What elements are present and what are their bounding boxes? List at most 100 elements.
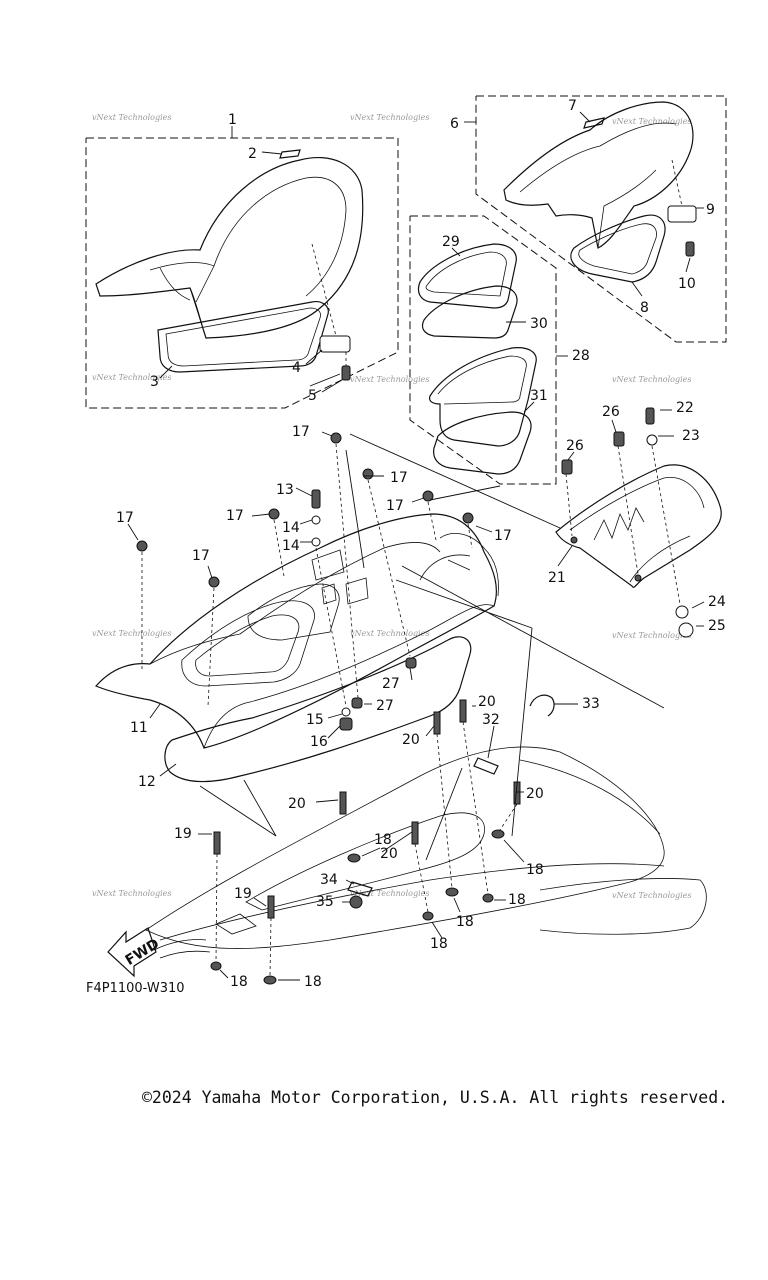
- deck-opening-front-inner: [195, 614, 300, 677]
- callout-22: 22: [676, 400, 694, 416]
- nut-16: [339, 717, 353, 731]
- callout-17: 17: [494, 528, 512, 544]
- deck-tail: [419, 533, 499, 597]
- clip-18: [482, 893, 494, 903]
- bolt-17: [462, 512, 474, 524]
- callout-20: 20: [288, 796, 306, 812]
- callout-17: 17: [116, 510, 134, 526]
- bolt-17: [136, 540, 148, 552]
- bracket-32: [473, 757, 499, 775]
- bolt-22: [645, 407, 655, 425]
- tray-mount-hole: [570, 536, 578, 544]
- deck-gasket: [164, 636, 472, 783]
- deck-opening-rear: [247, 583, 340, 641]
- callout-17: 17: [390, 470, 408, 486]
- fwd-arrow: FWD: [107, 927, 162, 978]
- rear-seat-assembly: [503, 101, 697, 283]
- callout-14: 14: [282, 538, 300, 554]
- watermark: vNext Technologies: [92, 629, 171, 638]
- bolt-17: [422, 490, 434, 502]
- callout-33: 33: [582, 696, 600, 712]
- callout-31: 31: [530, 388, 548, 404]
- guide-lines: [141, 443, 681, 977]
- callout-16: 16: [310, 734, 328, 750]
- bolt-17: [268, 508, 280, 520]
- storage-box-group-box: [409, 215, 557, 485]
- callout-1: 1: [228, 112, 237, 128]
- callout-35: 35: [316, 894, 334, 910]
- callout-18: 18: [230, 974, 248, 990]
- watermark: vNext Technologies: [350, 375, 429, 384]
- callout-9: 9: [706, 202, 715, 218]
- callout-15: 15: [306, 712, 324, 728]
- watermarks: vNext Technologies vNext Technologies vN…: [92, 113, 691, 900]
- callout-4: 4: [292, 360, 301, 376]
- rear-seat-hook-bolt: [685, 241, 695, 257]
- front-seat-assembly: [95, 149, 364, 381]
- bolt-17: [330, 432, 342, 444]
- deck-upper-line: [149, 542, 441, 665]
- hull-rail: [159, 759, 665, 941]
- collar-24: [675, 605, 689, 619]
- pin-20: [411, 821, 419, 845]
- callout-27: 27: [382, 676, 400, 692]
- watermark: vNext Technologies: [612, 375, 691, 384]
- callout-10: 10: [678, 276, 696, 292]
- callout-18: 18: [374, 832, 392, 848]
- storage-box-assembly: [417, 243, 537, 475]
- callout-26: 26: [566, 438, 584, 454]
- clip-18: [491, 829, 505, 839]
- callout-11: 11: [130, 720, 148, 736]
- callouts: 1 2 3 4 5 6 7 8 9 10 11 12 13 14 14 15 1…: [116, 98, 726, 990]
- front-seat-group-box: [85, 137, 399, 409]
- callout-18: 18: [508, 892, 526, 908]
- hull-outline: [145, 746, 707, 959]
- watermark: vNext Technologies: [612, 117, 691, 126]
- callout-5: 5: [308, 388, 317, 404]
- rear-seat-gasket: [570, 214, 666, 283]
- bolt-26: [613, 431, 625, 447]
- front-seat-label-strip: [279, 149, 301, 159]
- callout-34: 34: [320, 872, 338, 888]
- front-seat-gasket-inner: [165, 307, 321, 367]
- callout-2: 2: [248, 146, 257, 162]
- callout-23: 23: [682, 428, 700, 444]
- clip-18: [422, 911, 434, 921]
- front-seat-lead: [311, 243, 337, 337]
- hardware: [136, 407, 694, 985]
- storage-bucket: [429, 347, 537, 447]
- rear-seat-cushion: [503, 101, 694, 249]
- washer-14: [311, 537, 321, 547]
- callout-17: 17: [226, 508, 244, 524]
- deck-controls: [311, 549, 369, 605]
- nut-27: [405, 657, 417, 669]
- bracket-34: [347, 881, 373, 897]
- callout-20: 20: [380, 846, 398, 862]
- storage-lid-inner: [425, 251, 507, 297]
- rear-seat-group-box: [475, 95, 727, 343]
- bolt-17: [362, 468, 374, 480]
- rear-seat-hook-bracket: [667, 205, 697, 223]
- leader-lines: [127, 111, 705, 981]
- callout-20: 20: [526, 786, 544, 802]
- storage-bucket-gasket: [433, 411, 532, 475]
- watermark: vNext Technologies: [350, 629, 429, 638]
- callout-24: 24: [708, 594, 726, 610]
- callout-17: 17: [192, 548, 210, 564]
- callout-27: 27: [376, 698, 394, 714]
- watermark: vNext Technologies: [612, 891, 691, 900]
- washer-15: [341, 707, 351, 717]
- callout-25: 25: [708, 618, 726, 634]
- rear-seat-lead: [671, 159, 683, 207]
- front-seat-cushion: [95, 156, 364, 339]
- deck-assembly: [94, 513, 499, 783]
- callout-7: 7: [568, 98, 577, 114]
- front-seat-gasket: [157, 301, 329, 373]
- callout-20: 20: [478, 694, 496, 710]
- callout-17: 17: [386, 498, 404, 514]
- copyright-notice: ©2024 Yamaha Motor Corporation, U.S.A. A…: [142, 1088, 729, 1107]
- nut-35: [349, 895, 363, 909]
- callout-14: 14: [282, 520, 300, 536]
- callout-18: 18: [430, 936, 448, 952]
